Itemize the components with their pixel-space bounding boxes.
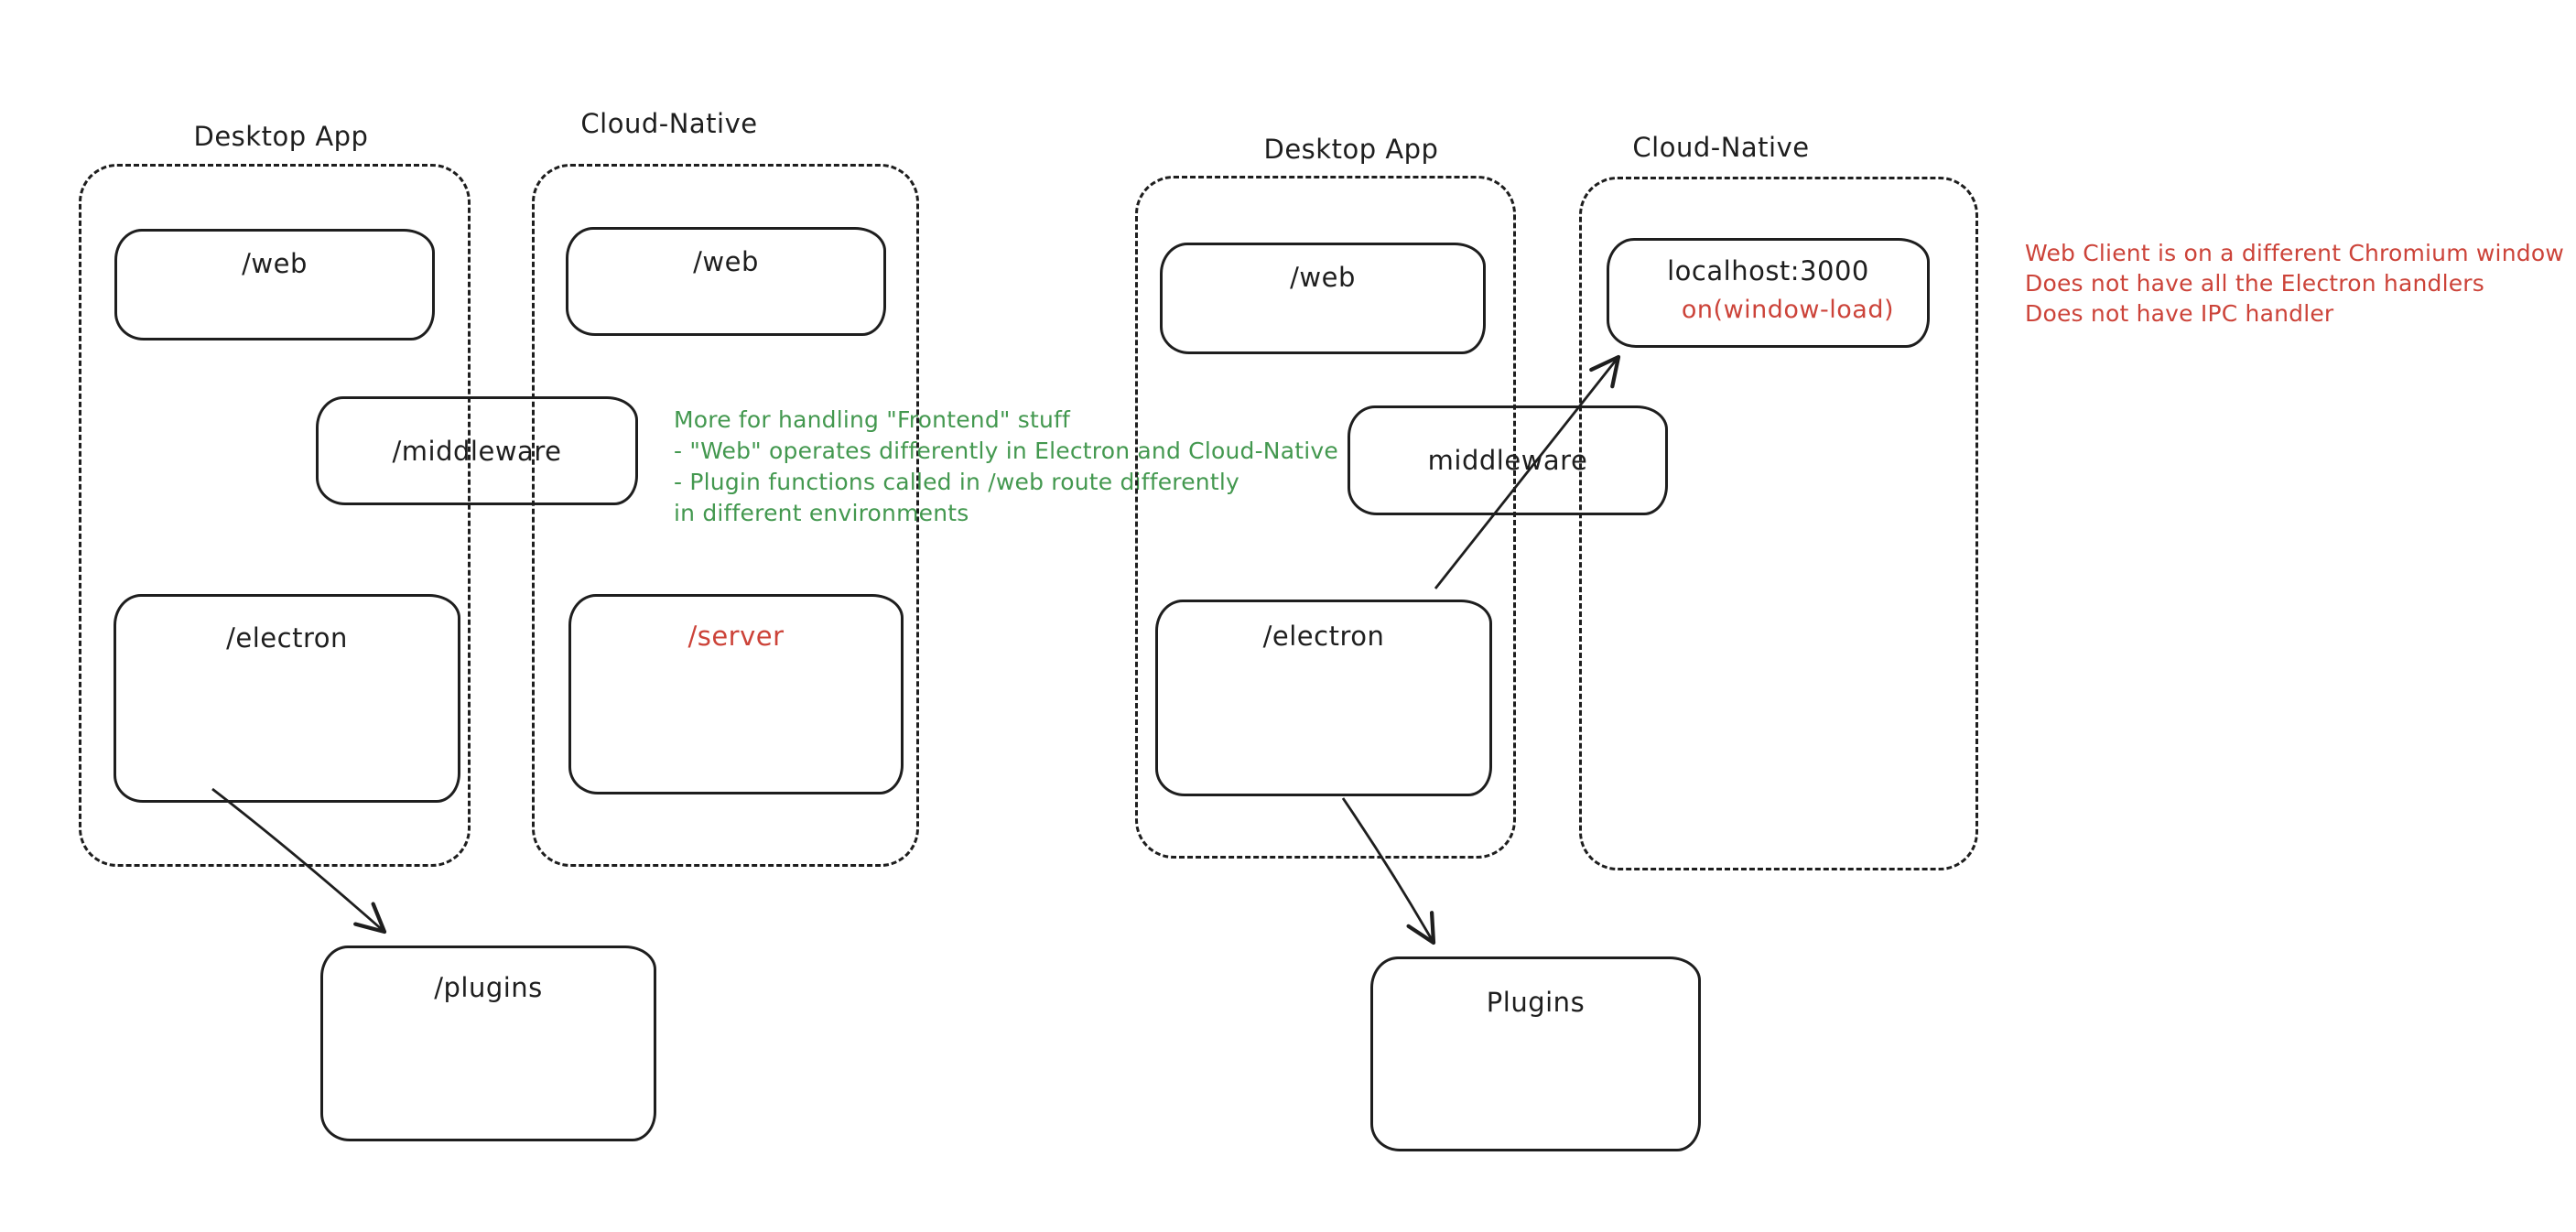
left-middleware-label: /middleware <box>392 435 562 467</box>
left-plugins-box[interactable]: /plugins <box>320 946 656 1141</box>
left-plugins-label: /plugins <box>434 972 543 1003</box>
green-note-line-2: - "Web" operates differently in Electron… <box>674 438 1338 464</box>
right-plugins-box[interactable]: Plugins <box>1370 956 1701 1151</box>
arrow-right-electron-to-plugins[interactable] <box>1341 797 1436 946</box>
left-cloud-native-container[interactable] <box>532 164 919 867</box>
green-note: More for handling "Frontend" stuff - "We… <box>674 405 1338 529</box>
red-note-line-1: Web Client is on a different Chromium wi… <box>2025 240 2564 266</box>
arrow-left-electron-to-plugins[interactable] <box>211 787 387 935</box>
right-desktop-web-label: /web <box>1290 262 1356 293</box>
left-cloud-native-title: Cloud-Native <box>580 108 758 139</box>
right-middleware-label: middleware <box>1427 445 1588 476</box>
left-cloud-web-box[interactable]: /web <box>566 227 886 336</box>
left-electron-label: /electron <box>226 622 348 654</box>
left-cloud-web-label: /web <box>693 246 759 277</box>
red-note: Web Client is on a different Chromium wi… <box>2025 238 2564 329</box>
right-middleware-box[interactable]: middleware <box>1348 405 1668 515</box>
red-note-line-3: Does not have IPC handler <box>2025 300 2334 327</box>
arrow-right-electron-to-localhost[interactable] <box>1434 354 1621 589</box>
right-cloud-native-container[interactable] <box>1579 177 1978 870</box>
right-cloud-native-title: Cloud-Native <box>1632 132 1810 163</box>
left-electron-box[interactable]: /electron <box>114 594 460 803</box>
left-desktop-app-container[interactable] <box>79 164 471 867</box>
right-desktop-app-container[interactable] <box>1135 176 1516 859</box>
red-note-line-2: Does not have all the Electron handlers <box>2025 270 2485 297</box>
left-server-label: /server <box>687 621 785 652</box>
left-server-box[interactable]: /server <box>568 594 904 794</box>
left-desktop-web-box[interactable]: /web <box>114 229 435 340</box>
right-desktop-web-box[interactable]: /web <box>1160 243 1486 354</box>
right-electron-box[interactable]: /electron <box>1155 600 1492 796</box>
green-note-line-4: in different environments <box>674 500 969 526</box>
green-note-line-1: More for handling "Frontend" stuff <box>674 406 1071 433</box>
right-desktop-app-title: Desktop App <box>1263 134 1439 165</box>
right-plugins-label: Plugins <box>1486 987 1586 1018</box>
left-desktop-app-title: Desktop App <box>193 121 369 152</box>
right-electron-label: /electron <box>1262 621 1385 652</box>
right-localhost-label: localhost:3000 <box>1667 255 1869 286</box>
right-localhost-box[interactable]: localhost:3000 on(window-load) <box>1607 238 1930 348</box>
left-desktop-web-label: /web <box>242 248 308 279</box>
green-note-line-3: - Plugin functions called in /web route … <box>674 469 1239 495</box>
left-middleware-box[interactable]: /middleware <box>316 396 638 505</box>
right-on-window-load-label: on(window-load) <box>1681 296 1894 324</box>
